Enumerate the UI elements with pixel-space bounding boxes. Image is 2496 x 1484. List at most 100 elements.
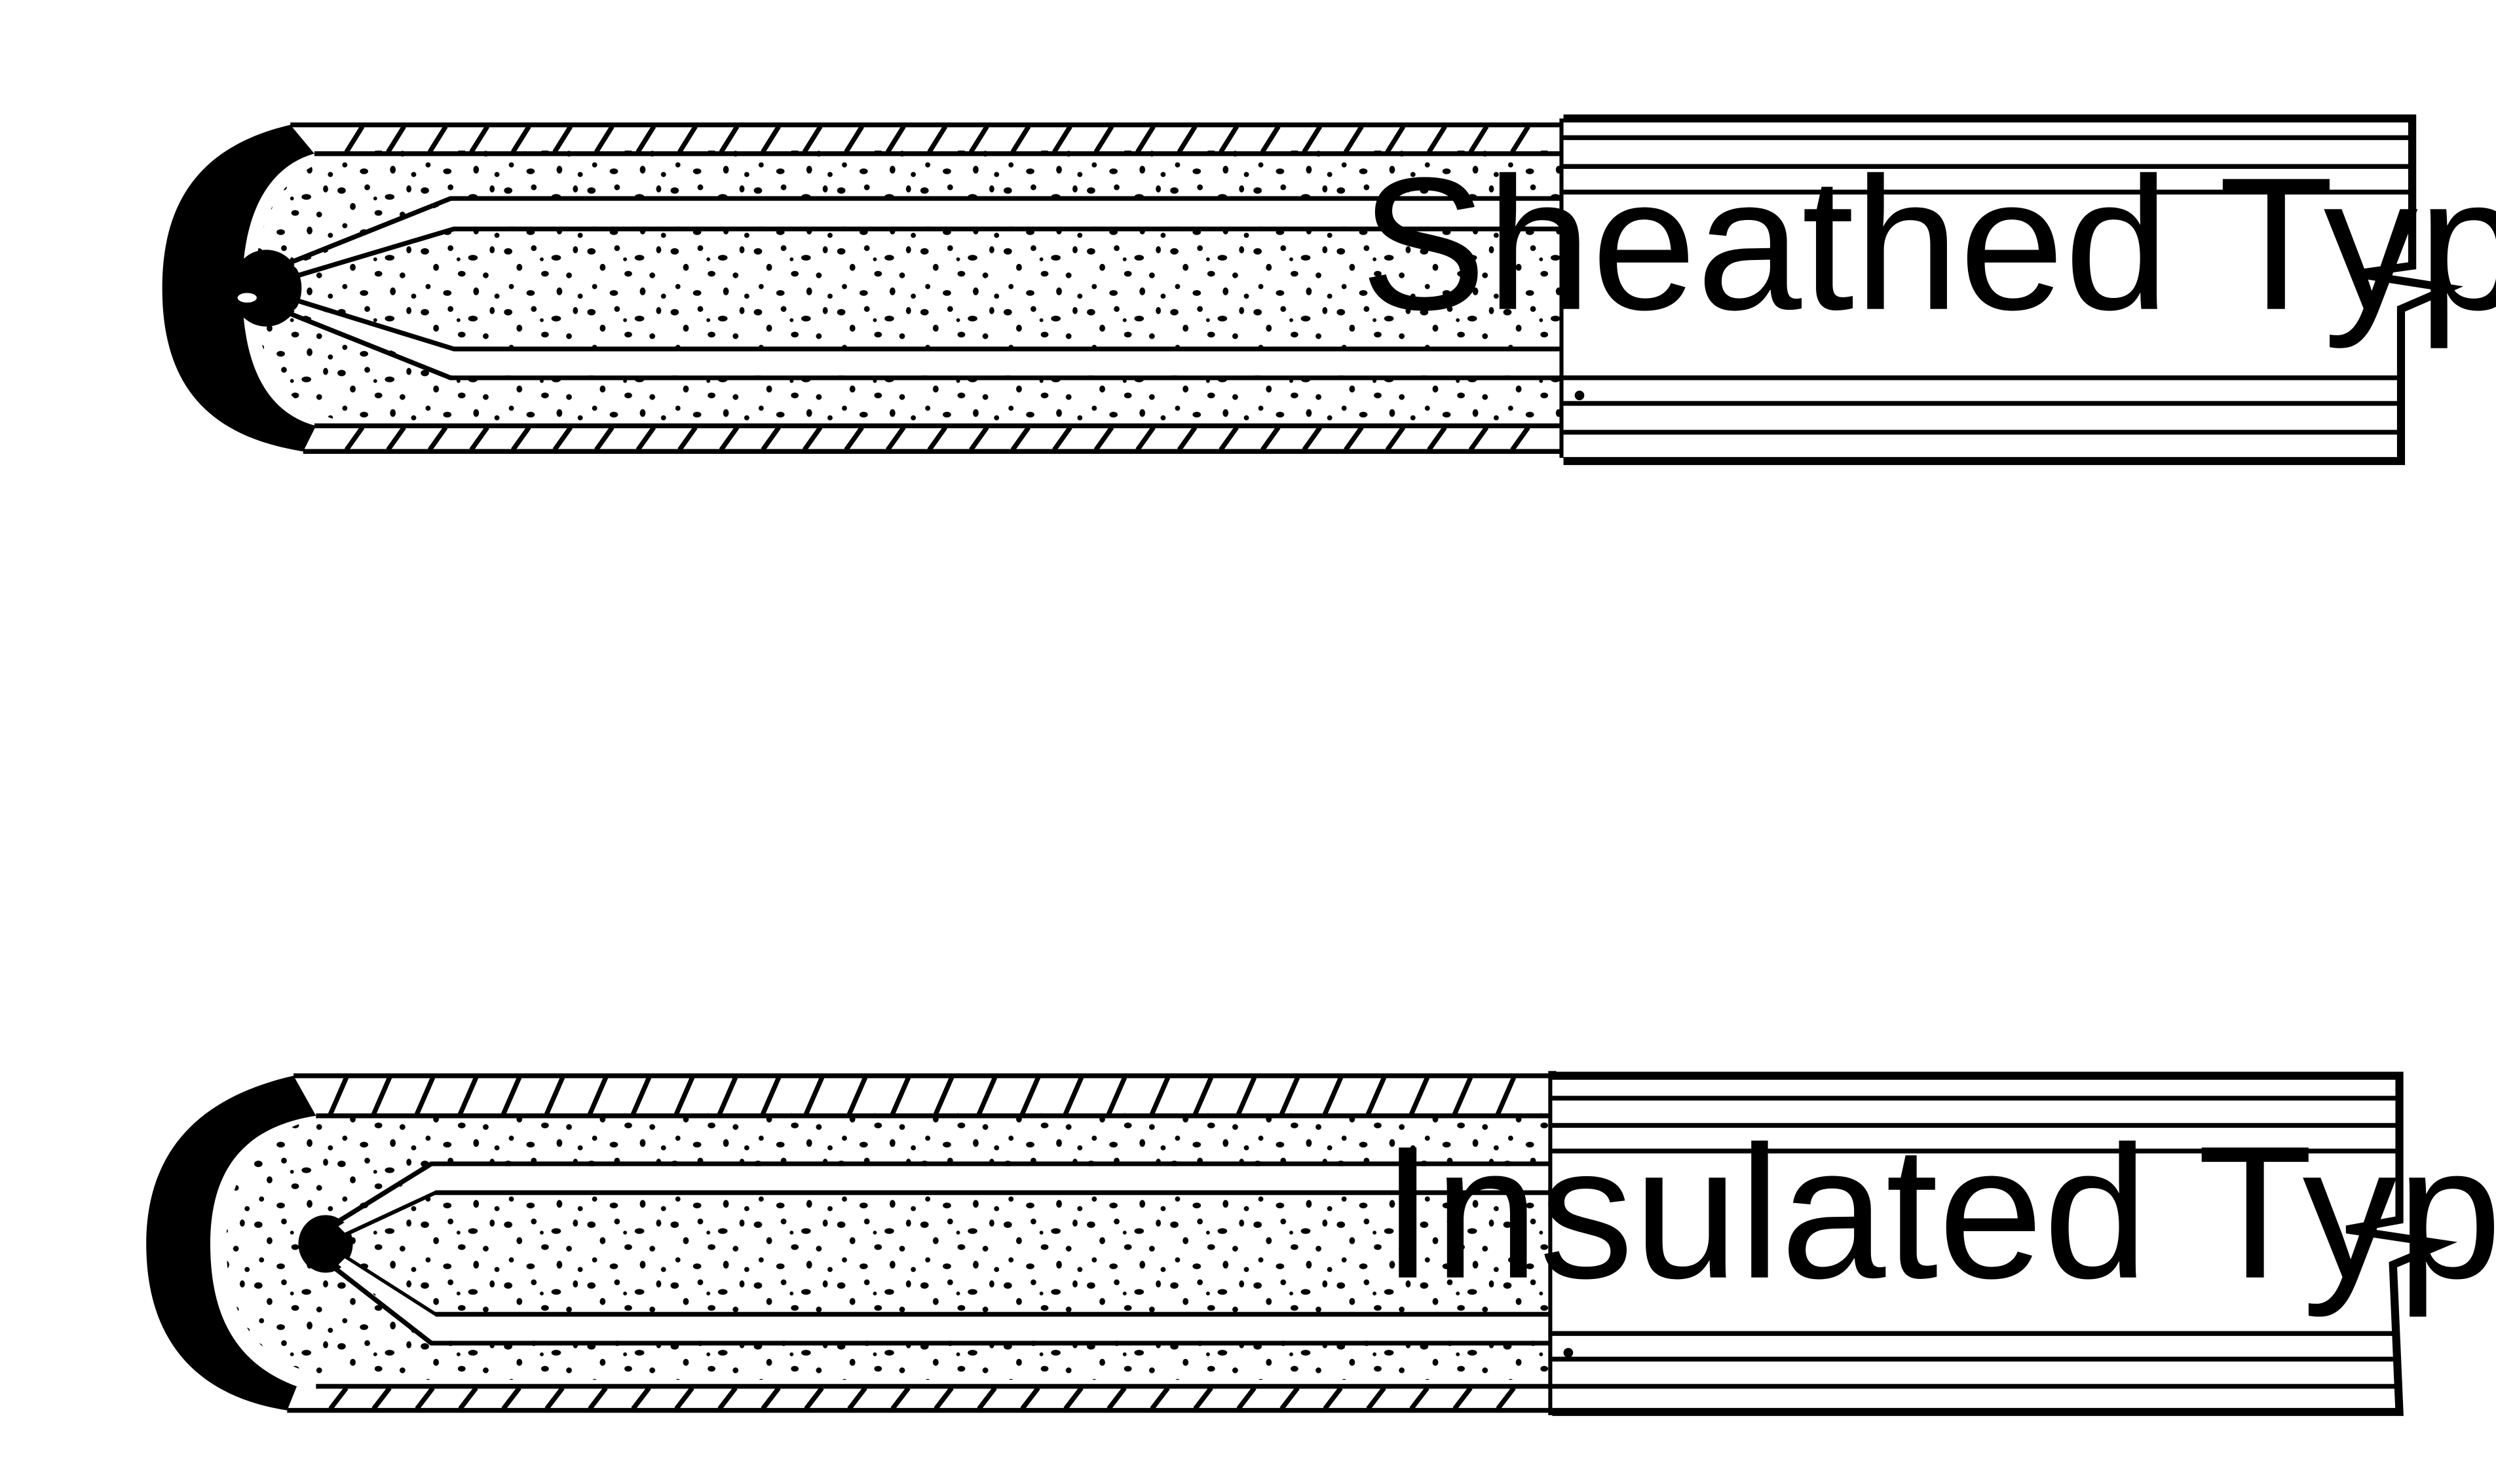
hatch-line — [890, 1076, 911, 1115]
insulated-sheath-body — [1552, 1071, 2458, 1417]
hatch-line — [1150, 1386, 1170, 1411]
hatch-line — [1106, 1076, 1127, 1115]
insulated-junction — [298, 1215, 353, 1273]
hatch-line — [885, 125, 906, 154]
hatch-line — [457, 1076, 479, 1115]
hatch-line — [847, 1386, 867, 1411]
hatch-line — [1219, 426, 1239, 452]
hatch-line — [761, 1386, 781, 1411]
hatch-line — [328, 1076, 349, 1115]
hatch-line — [1452, 1076, 1473, 1115]
hatch-line — [344, 125, 365, 154]
hatch-line — [1260, 125, 1281, 154]
hatch-line — [719, 426, 740, 452]
hatch-line — [1135, 125, 1156, 154]
hatch-line — [1219, 125, 1239, 154]
hatch-line — [427, 125, 448, 154]
hatch-line — [1366, 1386, 1386, 1411]
hatch-line — [677, 125, 698, 154]
hatch-line — [969, 125, 989, 154]
hatch-line — [1052, 426, 1072, 452]
hatch-line — [630, 1076, 652, 1115]
sheathed-powder-speck — [1574, 390, 1585, 401]
hatch-line — [1019, 1076, 1041, 1115]
insulated-conductor-fill — [338, 1166, 1553, 1341]
hatch-line — [594, 426, 615, 452]
hatch-line — [1323, 1386, 1343, 1411]
hatch-line — [1468, 426, 1489, 452]
sheathed-junction — [231, 250, 302, 327]
hatch-line — [1427, 426, 1447, 452]
hatch-line — [1193, 1386, 1213, 1411]
hatch-line — [510, 125, 531, 154]
hatch-line — [1510, 426, 1530, 452]
hatch-line — [976, 1076, 998, 1115]
hatch-line — [1302, 125, 1323, 154]
hatch-line — [427, 426, 448, 452]
hatch-line — [1279, 1386, 1300, 1411]
hatch-line — [511, 426, 531, 452]
hatch-line — [1063, 1076, 1084, 1115]
hatch-line — [1236, 1386, 1257, 1411]
hatch-line — [717, 1386, 738, 1411]
hatch-line — [1052, 125, 1072, 154]
hatch-line — [761, 125, 781, 154]
hatch-line — [587, 1076, 609, 1115]
hatch-line — [552, 125, 573, 154]
hatch-line — [977, 1386, 997, 1411]
insulated-sheath-hatching — [328, 1076, 1517, 1411]
hatch-line — [719, 125, 740, 154]
hatch-line — [804, 1386, 824, 1411]
hatch-line — [761, 426, 781, 452]
hatch-line — [588, 1386, 608, 1411]
hatch-line — [674, 1386, 694, 1411]
hatch-line — [635, 426, 656, 452]
hatch-line — [1468, 125, 1489, 154]
hatch-line — [927, 125, 948, 154]
insulated-type-label: Insulated Type — [1382, 1107, 2496, 1319]
hatch-line — [933, 1076, 955, 1115]
hatch-line — [469, 426, 489, 452]
sheathed-sheath-wall — [290, 122, 1564, 454]
insulated-powder-speck — [1563, 1348, 1574, 1358]
hatch-line — [552, 426, 573, 452]
hatch-line — [635, 125, 656, 154]
hatch-line — [1344, 125, 1364, 154]
hatch-line — [673, 1076, 695, 1115]
hatch-line — [594, 125, 615, 154]
hatch-line — [802, 426, 823, 452]
sheathed-conductors — [281, 196, 1564, 380]
hatch-line — [415, 1386, 435, 1411]
hatch-line — [1279, 1076, 1300, 1115]
hatch-line — [760, 1076, 782, 1115]
hatch-line — [344, 426, 365, 452]
hatch-line — [803, 1076, 825, 1115]
hatch-line — [802, 125, 823, 154]
insulated-conductors — [329, 1161, 1553, 1346]
hatch-line — [1344, 426, 1364, 452]
sheathed-junction-highlight — [237, 293, 257, 303]
hatch-line — [1010, 125, 1031, 154]
sheathed-sheath-hatching — [344, 125, 1530, 452]
hatch-line — [1093, 125, 1114, 154]
hatch-line — [371, 1076, 392, 1115]
hatch-line — [469, 125, 489, 154]
hatch-line — [890, 1386, 911, 1411]
hatch-line — [386, 426, 406, 452]
hatch-line — [1135, 426, 1156, 452]
hatch-line — [844, 426, 864, 452]
hatch-line — [1192, 1076, 1214, 1115]
sheathed-sheath-body — [1563, 114, 2464, 466]
hatch-line — [1236, 1076, 1257, 1115]
hatch-line — [544, 1386, 565, 1411]
hatch-line — [844, 125, 864, 154]
hatch-line — [631, 1386, 651, 1411]
hatch-line — [1063, 1386, 1084, 1411]
hatch-line — [1452, 1386, 1473, 1411]
insulated-tip-cap — [146, 1075, 316, 1411]
hatch-line — [501, 1076, 522, 1115]
hatch-line — [1496, 1386, 1516, 1411]
insulated-sheath-wall — [287, 1073, 1553, 1413]
hatch-line — [846, 1076, 868, 1115]
